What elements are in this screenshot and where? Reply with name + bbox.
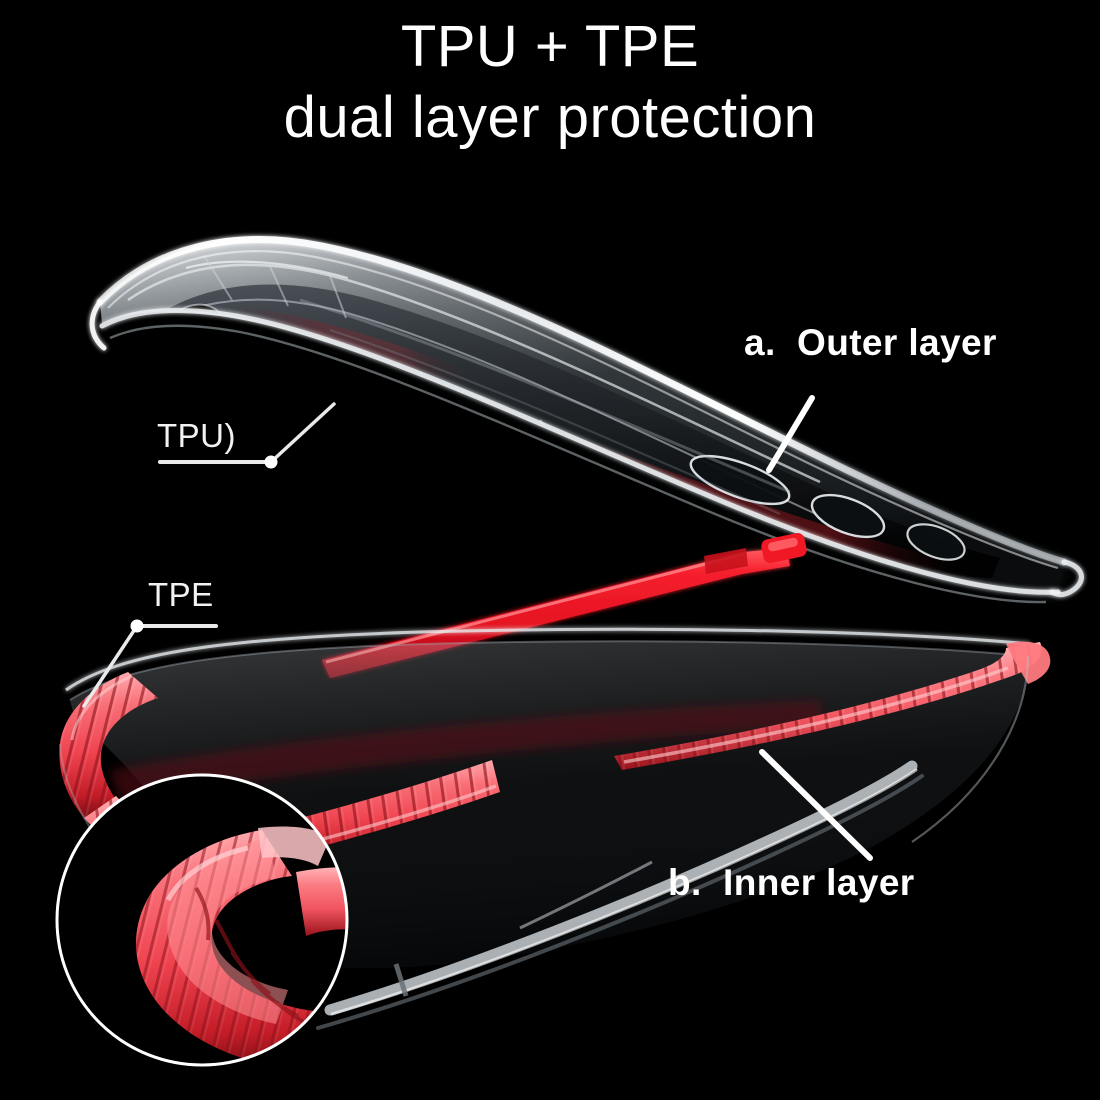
outer-shell-bottom-rim — [99, 308, 1061, 595]
leader-tpe-node — [130, 619, 144, 633]
leader-inner-layer — [759, 749, 873, 861]
tpe-ribbed-left-corner — [59, 672, 158, 818]
leader-outer-layer — [766, 395, 815, 473]
port-cutouts — [689, 454, 966, 561]
magnifier-ring — [55, 773, 349, 1067]
leader-tpu-node — [264, 455, 278, 469]
outer-shell-top-rim — [96, 236, 1068, 566]
leader-tpe-diagonal — [82, 624, 139, 708]
inner-bottom-rail — [324, 760, 918, 1016]
material-label-tpu: TPU) — [157, 417, 236, 454]
tpe-ribbed-right-run — [614, 641, 1051, 770]
leader-lines — [82, 395, 873, 861]
leader-tpu-diagonal — [269, 402, 336, 464]
callout-inner-layer: b. Inner layer — [668, 862, 915, 903]
inner-top-rail — [65, 627, 1031, 692]
material-label-tpe: TPE — [148, 576, 214, 613]
outer-layer-shell — [89, 236, 1084, 604]
magnifier-content — [57, 775, 347, 1065]
callout-outer-layer: a. Outer layer — [744, 322, 997, 363]
magnifier-inset — [55, 773, 349, 1067]
